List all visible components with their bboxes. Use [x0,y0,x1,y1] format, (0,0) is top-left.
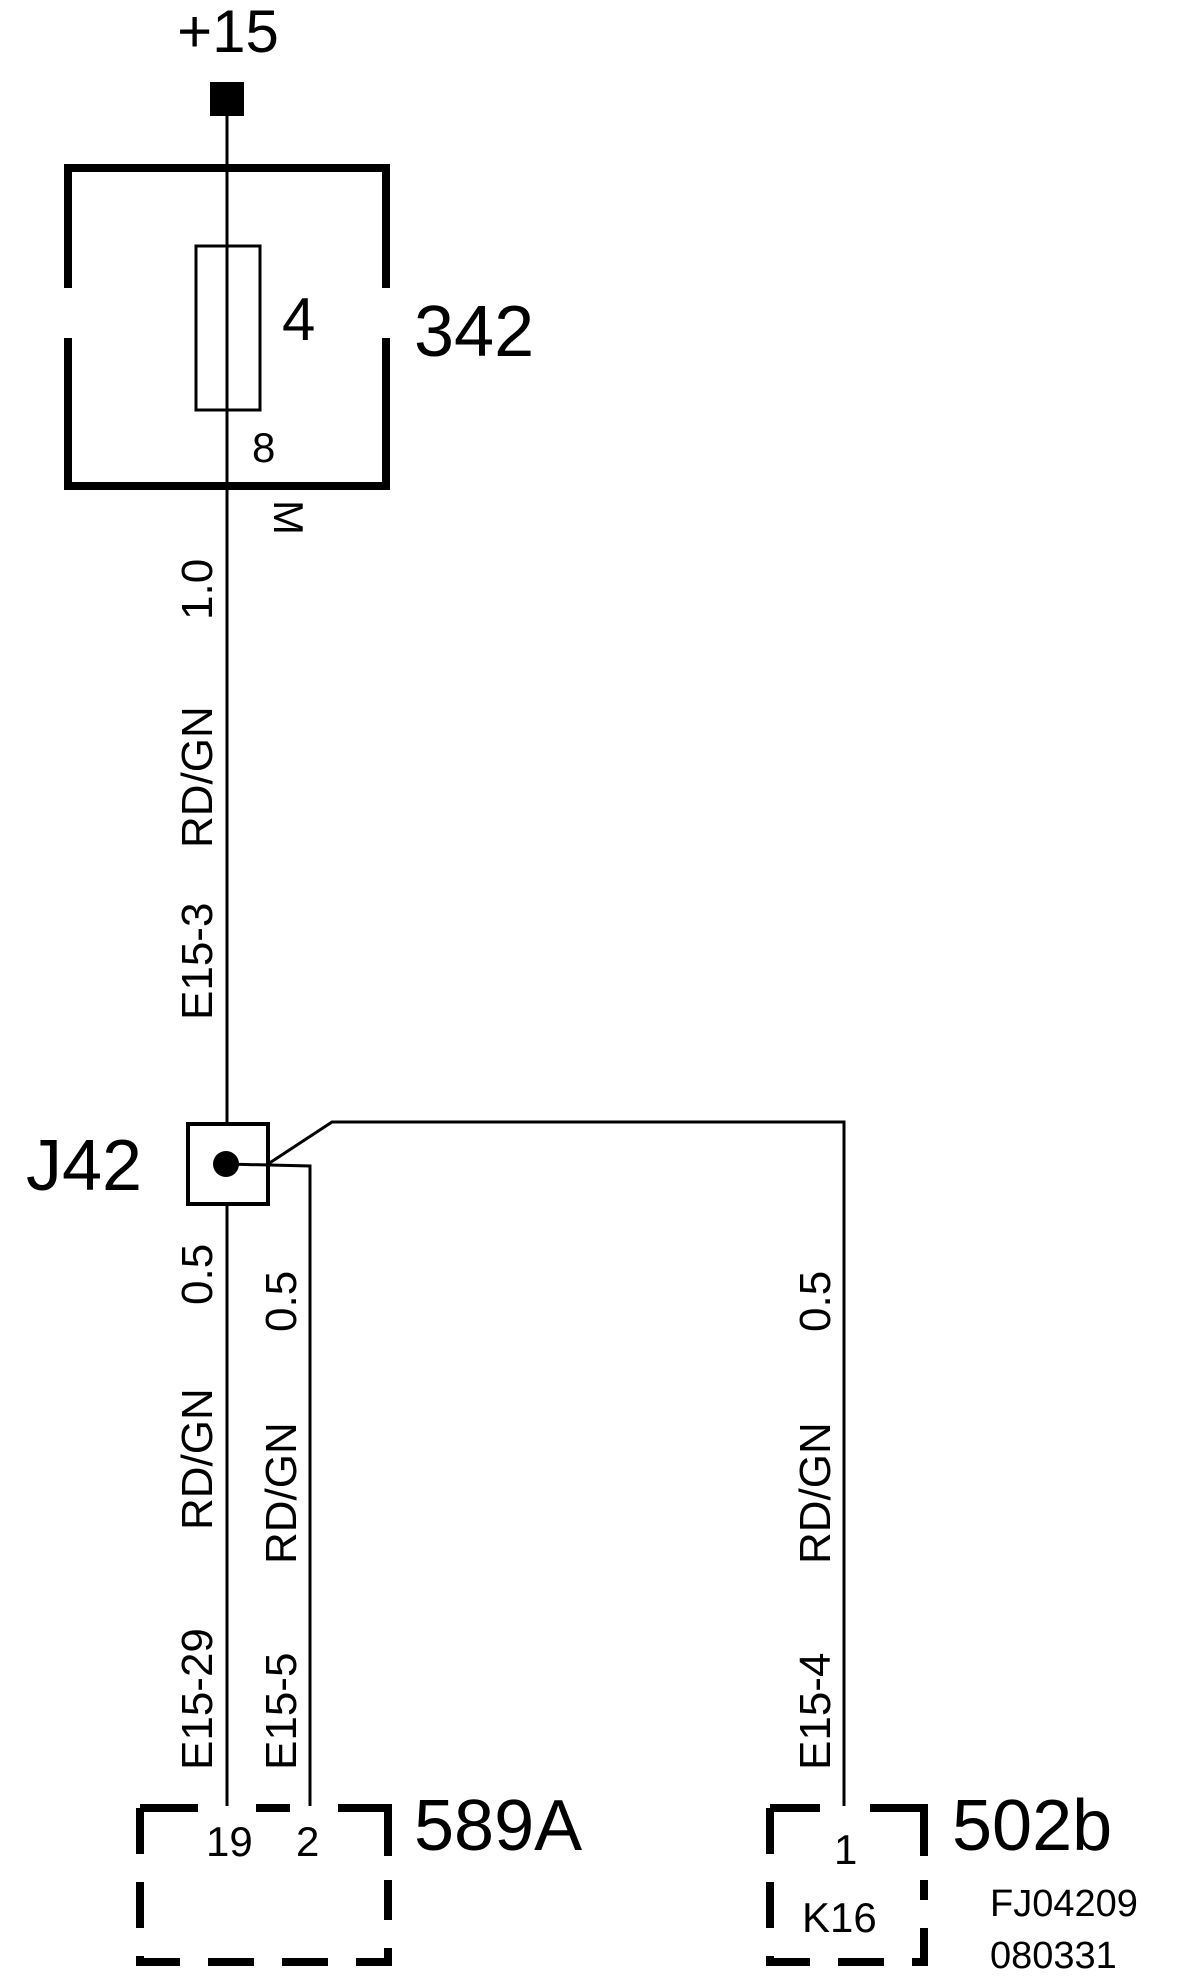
component-589a-id: 589A [414,1786,582,1866]
branch-b-size: 0.5 [257,1271,306,1332]
main-wire-connector: E15-3 [173,903,222,1020]
component-502b-id: 502b [952,1786,1112,1866]
supply-label: +15 [177,0,279,65]
doc-date: 080331 [990,1935,1117,1977]
branch-c-connector: E15-4 [791,1653,840,1770]
branch-a-size: 0.5 [173,1244,222,1305]
fuse-terminal: 8 [252,424,275,471]
component-589a-pin-a: 19 [206,1818,253,1865]
component-502b-box [766,1804,928,1966]
main-wire-color: RD/GN [173,706,222,848]
branch-b-connector: E15-5 [257,1653,306,1770]
branch-a-color: RD/GN [173,1388,222,1530]
branch-b-wire [225,1162,312,1806]
component-589a-pin-b: 2 [296,1818,319,1865]
branch-c-wire [267,1120,846,1806]
component-502b-pin: 1 [834,1826,857,1873]
component-502b-connector: K16 [802,1894,877,1941]
branch-a-connector: E15-29 [173,1628,222,1770]
fuse-box-id: 342 [414,292,534,372]
doc-code: FJ04209 [990,1883,1138,1925]
connector-side-label: M [265,500,312,535]
fuse-number: 4 [282,286,315,353]
branch-b-color: RD/GN [257,1422,306,1564]
main-wire-size: 1.0 [173,559,222,620]
junction-id: J42 [26,1126,142,1206]
component-589a-box [136,1804,392,1966]
branch-c-size: 0.5 [791,1271,840,1332]
supply-terminal [210,82,244,116]
fuse-box-342 [64,164,390,490]
branch-c-color: RD/GN [791,1422,840,1564]
